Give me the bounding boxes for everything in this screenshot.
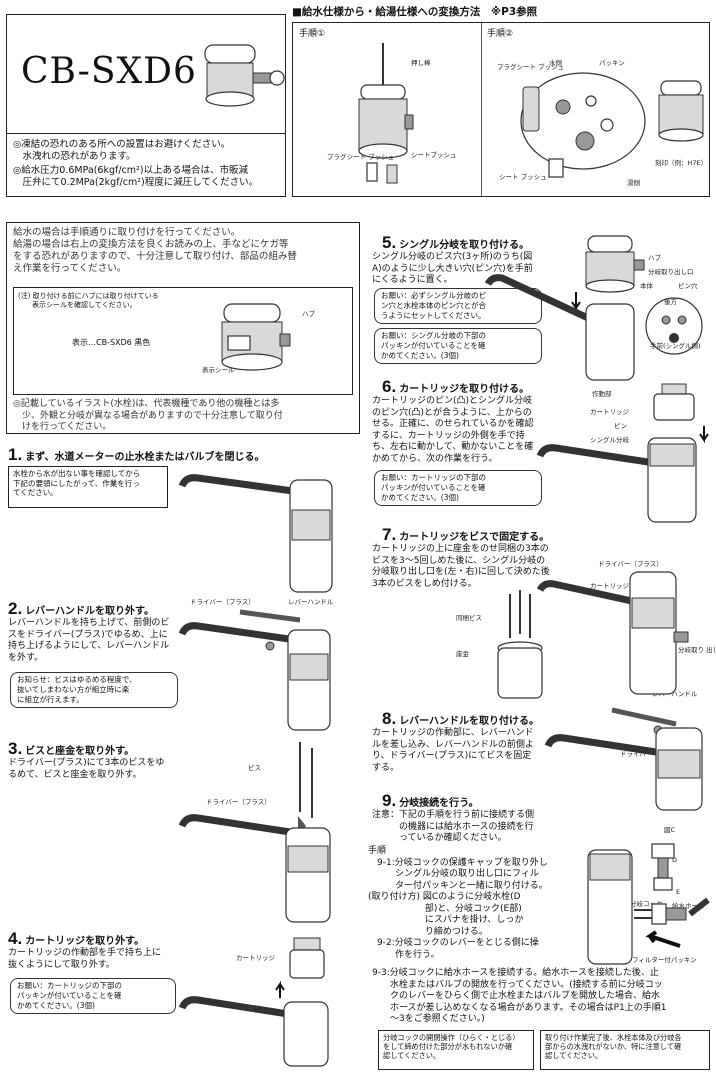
faucet-illustration-1 — [178, 474, 333, 593]
step-9-label-fig-c: 図C — [664, 826, 676, 834]
intro-text: 給水の場合は手順通りに取り付けを行ってください。 給湯の場合は右上の変換方法を良… — [13, 227, 297, 275]
step-9-procedure-3: 9-3:分岐コックに給水ホースを接続する。給水ホースを接続した後、止 水栓または… — [372, 968, 667, 1025]
step-2-label-driver: ドライバー（プラス） — [190, 598, 255, 606]
step-8-heading: 8.レバーハンドルを取り付ける。 — [382, 709, 539, 728]
step-9-label-hose: 給水ホース — [672, 902, 705, 910]
label-push-rod: 押し棒 — [411, 59, 431, 67]
step-6-label-cartridge: カートリッジ — [590, 408, 629, 416]
label-hot-side: 湯側 — [627, 179, 640, 187]
step-6-label-action: 作動部 — [592, 390, 612, 398]
branch-fitting-illustration — [204, 44, 285, 107]
label-marking: 刻印（例：H7E） — [655, 159, 708, 167]
model-title: CB-SXD6 — [21, 51, 197, 92]
step-7-label-outlet: 分岐取り 出し口 — [678, 646, 716, 654]
label-plug-sheet-bush-2: プラグシート ブッシュ — [497, 63, 565, 71]
step-7-label-washer: 座金 — [456, 650, 469, 658]
step-9-label-cock: 分岐コック — [630, 900, 663, 908]
step-6-body: カートリッジのピン(凸)とシングル分岐 のピン穴(凸)とが合うように、上からの … — [372, 396, 534, 464]
label-sheet-bush-2: シート ブッシュ — [499, 173, 547, 181]
step-4-note: お願い：カートリッジの下部の パッキンが付いていることを確 かめてください。(3… — [10, 978, 176, 1014]
step-2-note: お知らせ：ビスはゆるめる程度で、 抜いてしまわない方が組立時に楽 に組立が行えま… — [10, 672, 178, 708]
step-4-heading: 4.カートリッジを取り外す。 — [8, 929, 145, 948]
step-5-label-body: 本体 — [640, 282, 653, 290]
intro-disclaimer: ◎記載しているイラスト(水栓)は、代表機種であり他の機種とは多 少、外観と分岐が… — [13, 399, 283, 433]
step-2-label-lever: レバーハンドル — [288, 598, 334, 606]
step-6-label-pin: ピン — [614, 422, 627, 430]
conversion-step1-label: 手順① — [299, 29, 326, 39]
step-2-body: レバーハンドルを持ち上げて、前側のビ スをドライバー(プラス)でゆるめ、上に 持… — [8, 618, 170, 663]
step-5-label-pin: ピン穴 — [678, 282, 698, 290]
step-7-heading: 7.カートリッジをビスで固定する。 — [382, 525, 550, 544]
step-9-procedure: 手順 9-1:分岐コックの保護キャップを取り外し シングル分岐の取り出し口にフィ… — [368, 846, 548, 960]
intro-note: (注) 取り付ける前にハブには取り付けている 表示シールを確認してください。 — [18, 292, 159, 309]
hub-illustration — [221, 303, 291, 371]
footer-box-cock-check: 分岐コックの開閉操作（ひらく・とじる） をして締め付けた部分が水もれないか確 認… — [378, 1030, 534, 1070]
step-3-label-driver: ドライバー（プラス） — [206, 798, 271, 806]
step-5-note-2: お願い：シングル分岐の下部の パッキンが付いていることを確 かめてください。(3… — [374, 328, 542, 364]
step-5-label-outlet: 分岐取り出し口 — [648, 268, 694, 276]
step-3-body: ドライバー(プラス)にて3本のビスをゆ るめて、ビスと座金を取り外す。 — [8, 758, 165, 780]
faucet-illustration-4 — [178, 937, 329, 1067]
step-8-body: カートリッジの作動部に、レバーハンド ルを差し込み、レバーハンドルの前側よ り、… — [372, 728, 534, 773]
footer-box-leak-check: 取り付け作業完了後、水栓本体及び分岐各 部からの水洩れがないか、特に注意して確 … — [540, 1030, 710, 1070]
step2-illustration — [520, 72, 704, 178]
step-7-label-driver: ドライバー（プラス） — [598, 560, 663, 568]
step-9-heading: 9.分岐接続を行う。 — [382, 791, 479, 810]
conversion-panel: 手順① 手順② 押し棒 プラグシート ブッシュ シートブッシュ プラグシート ブ… — [292, 22, 710, 197]
label-plug-sheet-bush: プラグシート ブッシュ — [327, 153, 395, 161]
step-2-heading: 2.レバーハンドルを取り外す。 — [8, 599, 154, 618]
step-5-label-hub: ハブ — [648, 254, 661, 262]
model-panel: CB-SXD6 ◎凍結の恐れのある所への設置はお避けください。 水洩れの恐れがあ… — [6, 14, 286, 197]
step-7-label-cartridge: カートリッジ — [590, 582, 629, 590]
step-6-label-single: シングル分岐 — [590, 436, 629, 444]
conversion-title: ■給水仕様から・給湯仕様への変換方法 ※P3参照 — [292, 6, 538, 18]
step-9-label-filter: フィルター付パッキン — [632, 956, 697, 964]
label-display-seal: 表示シール — [202, 366, 235, 374]
label-water-side: 水側 — [549, 59, 562, 67]
step-4-label-cartridge: カートリッジ — [236, 954, 275, 962]
step-7-body: カートリッジの上に座金をのせ同梱の3本の ビスを3～5回しめた後に、シングル分岐… — [372, 544, 550, 589]
single-branch-illustration — [484, 235, 703, 381]
warning-pressure: ◎給水圧力0.6MPa(6kgf/cm²)以上ある場合は、市販減 圧弁にて0.2… — [13, 165, 259, 189]
step-3-heading: 3.ビスと座金を取り外す。 — [8, 739, 135, 758]
step-5-body: シングル分岐のビス穴(3ヶ所)のうち(図 A)のように少し大きい穴(ピン穴)を手… — [372, 252, 533, 286]
step-3-label-screw: ビス — [248, 764, 261, 772]
step-5-label-rear: 後方 — [664, 298, 677, 306]
step-7-label-lever: レバーハンドル — [652, 690, 698, 698]
display-check-box: (注) 取り付ける前にハブには取り付けている 表示シールを確認してください。 表… — [13, 287, 353, 395]
step-5-label-front: 手前(シングル側) — [650, 342, 701, 350]
screw-fix-illustration — [497, 571, 689, 699]
label-sheet-bush: シートブッシュ — [411, 151, 457, 159]
warning-freeze: ◎凍結の恐れのある所への設置はお避けください。 水洩れの恐れがあります。 — [13, 139, 231, 163]
cartridge-install-illustration — [536, 383, 709, 523]
faucet-illustration-2 — [178, 609, 331, 731]
step-1-heading: 1.まず、水道メーターの止水栓またはバルブを閉じる。 — [8, 445, 265, 464]
conversion-step2-label: 手順② — [487, 29, 514, 39]
step-6-heading: 6.カートリッジを取り付ける。 — [382, 377, 530, 396]
label-packing: パッキン — [599, 59, 625, 67]
intro-panel: 給水の場合は手順通りに取り付けを行ってください。 給湯の場合は右上の変換方法を良… — [6, 222, 360, 434]
step-9-label-e: E — [676, 888, 681, 896]
step1-illustration — [358, 43, 414, 184]
faucet-illustration-3 — [178, 742, 331, 923]
intro-display: 表示…CB-SXD6 黒色 — [72, 338, 151, 347]
step-1-body: 水栓から水が出ない事を確認してから 下記の要領にしたがって、作業を行っ てくださ… — [8, 466, 168, 508]
label-hub: ハブ — [302, 310, 315, 318]
lever-install-illustration — [544, 707, 703, 811]
step-5-note-1: お願い：必ずシングル分岐のピ ン穴と水栓本体のピン穴とが合 うようにセットしてく… — [374, 288, 542, 324]
step-7-label-screw: 同梱ビス — [456, 614, 482, 622]
step-5-heading: 5.シングル分岐を取り付ける。 — [382, 233, 530, 252]
step-6-note: お願い：カートリッジの下部の パッキンが付いていることを確 かめてください。(3… — [374, 470, 542, 506]
step-4-body: カートリッジの作動部を手で持ち上に 抜くようにして取り外す。 — [8, 948, 162, 970]
step-9-caution: 注意：下記の手順を行う前に接続する側 の機器には給水ホースの接続を行 っているか… — [372, 810, 535, 844]
branch-connect-illustration — [587, 843, 710, 965]
step-9-label-d: D — [672, 856, 678, 864]
